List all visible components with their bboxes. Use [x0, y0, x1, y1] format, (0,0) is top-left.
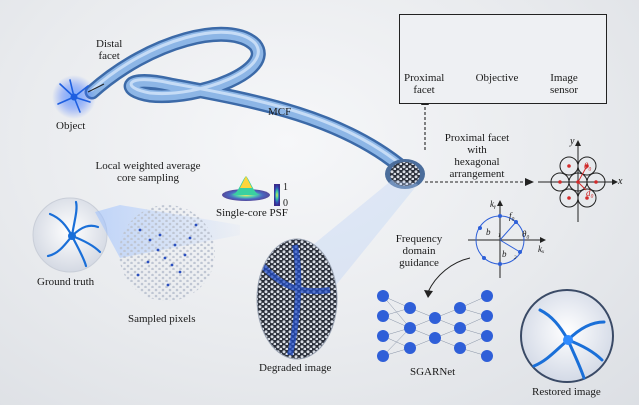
hex-axis-y-label: y	[570, 136, 575, 147]
sgarnet-network	[377, 290, 493, 362]
objective-label: Objective	[475, 72, 519, 84]
hex-d-label: d₀	[586, 188, 594, 198]
freq-axis-ky-label: kᵧ	[490, 199, 497, 209]
single-core-psf	[222, 176, 280, 206]
distal-facet-label: Distal facet	[96, 38, 123, 62]
distal-facet-pointer	[87, 83, 105, 93]
degraded-image	[256, 238, 338, 360]
freq-b1-label: b⃗₁	[486, 227, 501, 237]
imaging-setup-inset	[399, 14, 607, 104]
restored-image-label: Restored image	[532, 386, 601, 398]
sampled-pixels-label: Sampled pixels	[128, 313, 196, 325]
local-sampling-label: Local weighted average core sampling	[95, 160, 201, 184]
freq-axis-kx-label: kₓ	[538, 244, 545, 254]
psf-colorbar	[274, 184, 280, 206]
proximal-facet-inset-label: Proximal facet	[404, 72, 445, 96]
psf-scale-min: 0	[283, 198, 288, 209]
hex-theta-label: θ₀	[584, 161, 592, 171]
single-core-psf-label: Single-core PSF	[216, 207, 288, 219]
ground-truth-image	[32, 197, 108, 273]
sampled-pixels-grid	[119, 205, 215, 301]
freq-theta0-label: θ₀	[522, 229, 530, 239]
proximal-facet-endface	[390, 162, 420, 186]
freq-b2-label: b⃗₂	[502, 249, 517, 259]
guidance-arrow	[427, 257, 471, 293]
restored-image	[520, 289, 614, 383]
degraded-image-label: Degraded image	[259, 362, 332, 374]
hex-arrangement-diagram	[538, 140, 618, 222]
mcf-label: MCF	[268, 106, 292, 118]
image-sensor-label: Image sensor	[549, 72, 579, 96]
multicore-fiber	[84, 26, 425, 189]
frequency-guidance-label: Frequency domain guidance	[395, 233, 443, 269]
proximal-facet-hex-label: Proximal facet with hexagonal arrangemen…	[444, 132, 510, 180]
psf-scale-max: 1	[283, 182, 288, 193]
sgarnet-label: SGARNet	[410, 366, 456, 378]
object-label: Object	[56, 120, 86, 132]
hex-axis-x-label: x	[618, 176, 623, 187]
object-neuron	[52, 75, 96, 119]
frequency-domain-diagram	[468, 200, 546, 278]
freq-f0-label: f₀	[509, 211, 515, 221]
ground-truth-label: Ground truth	[37, 276, 95, 288]
